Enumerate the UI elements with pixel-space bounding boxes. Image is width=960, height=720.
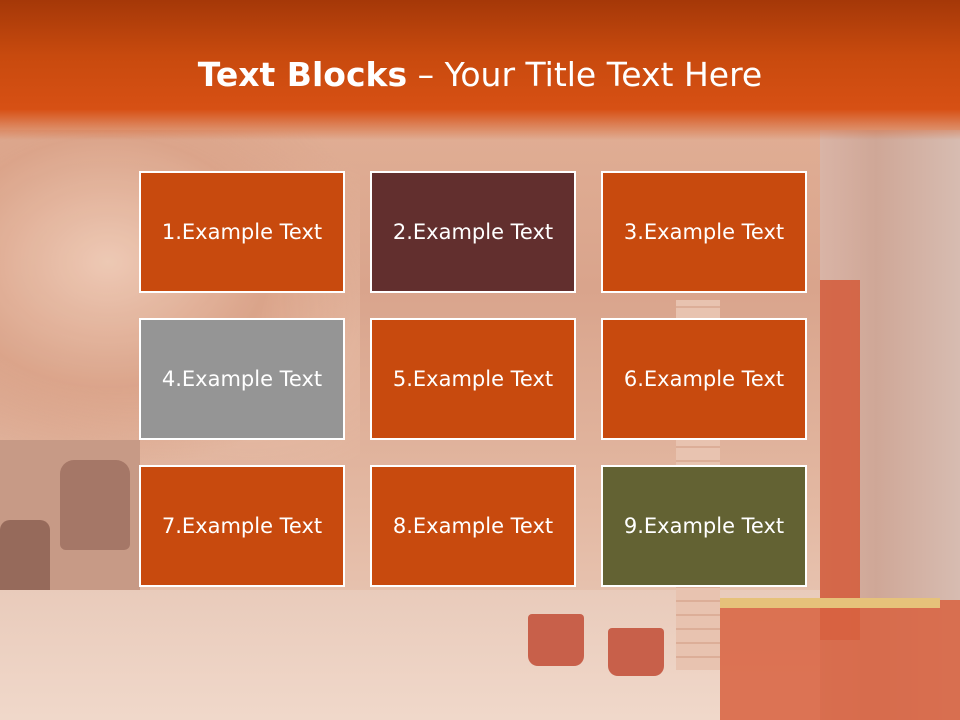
text-block-5[interactable]: 5.Example Text: [370, 318, 576, 440]
background-flower-pot: [608, 628, 664, 676]
title-bold: Text Blocks: [197, 55, 408, 94]
title-rest: Your Title Text Here: [444, 55, 763, 94]
background-flower-pot: [528, 614, 584, 666]
background-railing-cap: [720, 598, 940, 608]
text-block-9[interactable]: 9.Example Text: [601, 465, 807, 587]
text-block-label: 9.Example Text: [623, 514, 785, 538]
title-band: [0, 0, 960, 140]
background-pillar: [820, 280, 860, 640]
text-block-4[interactable]: 4.Example Text: [139, 318, 345, 440]
background-car: [60, 460, 130, 550]
text-block-label: 6.Example Text: [623, 367, 785, 391]
title-dash: –: [407, 55, 445, 94]
text-block-2[interactable]: 2.Example Text: [370, 171, 576, 293]
text-block-1[interactable]: 1.Example Text: [139, 171, 345, 293]
text-block-label: 7.Example Text: [161, 514, 323, 538]
text-block-label: 8.Example Text: [392, 514, 554, 538]
background-railing: [720, 600, 960, 720]
text-block-label: 5.Example Text: [392, 367, 554, 391]
text-block-8[interactable]: 8.Example Text: [370, 465, 576, 587]
text-block-label: 3.Example Text: [623, 220, 785, 244]
text-block-7[interactable]: 7.Example Text: [139, 465, 345, 587]
slide-title: Text Blocks – Your Title Text Here: [0, 52, 960, 98]
text-block-label: 2.Example Text: [392, 220, 554, 244]
text-block-6[interactable]: 6.Example Text: [601, 318, 807, 440]
text-block-3[interactable]: 3.Example Text: [601, 171, 807, 293]
text-block-label: 1.Example Text: [161, 220, 323, 244]
text-block-label: 4.Example Text: [161, 367, 323, 391]
